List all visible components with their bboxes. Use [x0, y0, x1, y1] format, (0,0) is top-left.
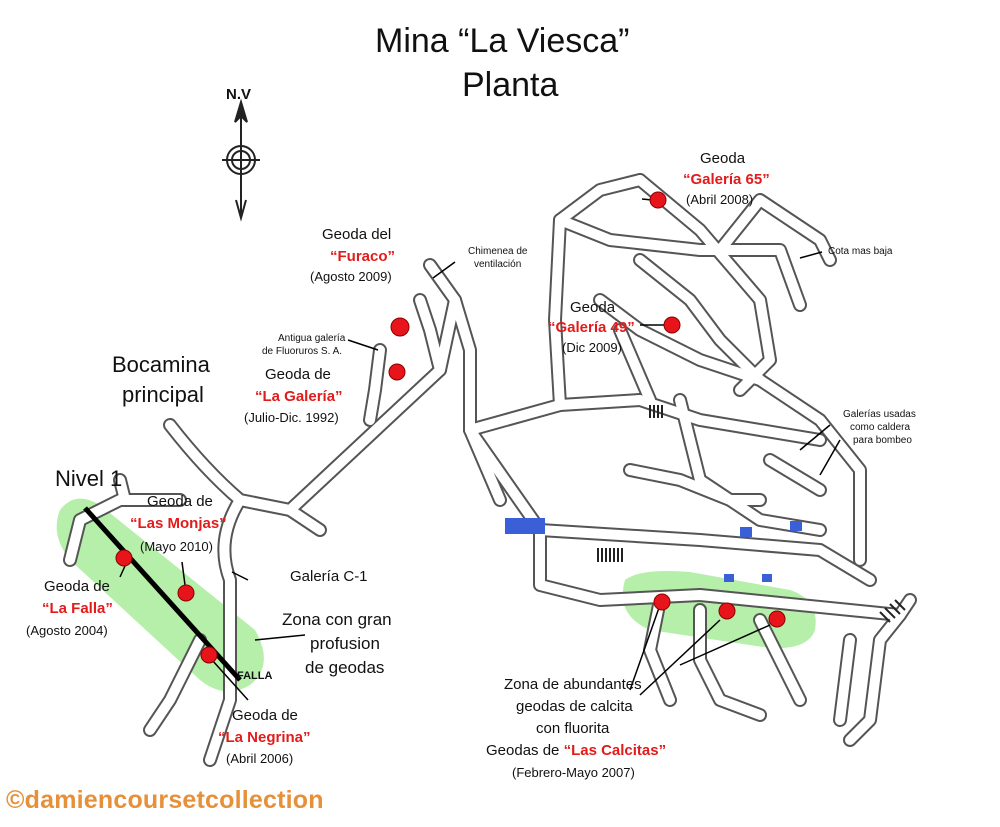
geode-name: “La Negrina”	[218, 729, 311, 746]
geode-prefix: Geoda de	[147, 493, 213, 510]
geode-date: (Julio-Dic. 1992)	[244, 410, 339, 425]
geode-name: “Las Monjas”	[130, 515, 227, 532]
fault-label: FALLA	[237, 670, 273, 682]
geode-marker-la-falla[interactable]	[115, 549, 133, 567]
geode-date: (Dic 2009)	[562, 340, 622, 355]
geode-prefix: Geoda de	[232, 707, 298, 724]
calcitas-line1: Zona de abundantes	[504, 676, 642, 693]
geode-name: “Galería 49”	[548, 319, 635, 336]
geode-marker-la-galeria[interactable]	[388, 363, 406, 381]
geode-name: “Las Calcitas”	[563, 742, 667, 759]
watermark: ©damiencoursetcollection	[6, 786, 324, 814]
galeria-c1-label: Galería C-1	[290, 568, 368, 585]
water-area	[505, 518, 545, 534]
geode-marker-la-negrina[interactable]	[200, 646, 218, 664]
north-arrow-icon	[222, 98, 260, 222]
map-title-line2: Planta	[462, 66, 559, 104]
water-area	[762, 574, 772, 582]
water-area	[724, 574, 734, 582]
mine-tunnels	[63, 173, 917, 767]
geode-marker-las-monjas[interactable]	[177, 584, 195, 602]
geode-marker-galeria-49[interactable]	[663, 316, 681, 334]
geode-date: (Abril 2006)	[226, 751, 294, 766]
shaft-segments	[597, 405, 906, 623]
geode-marker-furaco[interactable]	[390, 317, 410, 337]
bombeo-label-line1: Galerías usadas	[843, 409, 916, 420]
geode-date: (Agosto 2004)	[26, 623, 108, 638]
calcitas-prefix: Geodas de	[486, 742, 564, 759]
geode-date: (Febrero-Mayo 2007)	[512, 765, 635, 780]
antigua-label-line2: de Fluoruros S. A.	[262, 346, 343, 357]
bombeo-label-line3: para bombeo	[853, 435, 912, 446]
geode-markers	[115, 191, 786, 664]
geode-name: “Galería 65”	[683, 171, 770, 188]
geode-marker-calcitas-2[interactable]	[718, 602, 736, 620]
calcitas-line2: geodas de calcita	[516, 698, 633, 715]
water-area	[740, 527, 752, 537]
water-area	[790, 521, 802, 531]
geode-marker-galeria-65[interactable]	[649, 191, 667, 209]
water-areas	[505, 518, 802, 582]
geode-date: (Abril 2008)	[686, 192, 754, 207]
geode-prefix: Geoda de	[44, 578, 110, 595]
zona-label-line1: Zona con gran	[282, 610, 392, 629]
geode-marker-calcitas-3[interactable]	[768, 610, 786, 628]
north-label: N.V	[226, 86, 252, 103]
bombeo-label-line2: como caldera	[850, 422, 911, 433]
calcitas-line4: Geodas de “Las Calcitas”	[486, 742, 666, 759]
map-title-line1: Mina “La Viesca”	[375, 22, 630, 60]
chimenea-label-line2: ventilación	[474, 259, 522, 270]
geode-marker-calcitas-1[interactable]	[653, 593, 671, 611]
geode-prefix: Geoda de	[265, 366, 331, 383]
antigua-label-line1: Antigua galería	[278, 333, 346, 344]
geode-name: “La Galería”	[255, 388, 343, 405]
calcitas-line3: con fluorita	[536, 720, 610, 737]
zona-label-line3: de geodas	[305, 658, 385, 677]
geode-name: “La Falla”	[42, 600, 113, 617]
geode-prefix: Geoda	[700, 150, 746, 167]
geode-prefix: Geoda del	[322, 226, 392, 243]
level-label: Nivel 1	[55, 466, 123, 491]
geode-date: (Mayo 2010)	[140, 539, 213, 554]
entrance-label-line1: Bocamina	[112, 352, 210, 377]
geode-prefix: Geoda	[570, 299, 616, 316]
cota-label: Cota mas baja	[828, 246, 893, 257]
geode-name: “Furaco”	[330, 248, 396, 265]
zona-label-line2: profusion	[310, 634, 380, 653]
chimenea-label-line1: Chimenea de	[468, 246, 528, 257]
geode-date: (Agosto 2009)	[310, 269, 392, 284]
pointer-arrows	[119, 198, 841, 701]
entrance-label-line2: principal	[122, 382, 204, 407]
